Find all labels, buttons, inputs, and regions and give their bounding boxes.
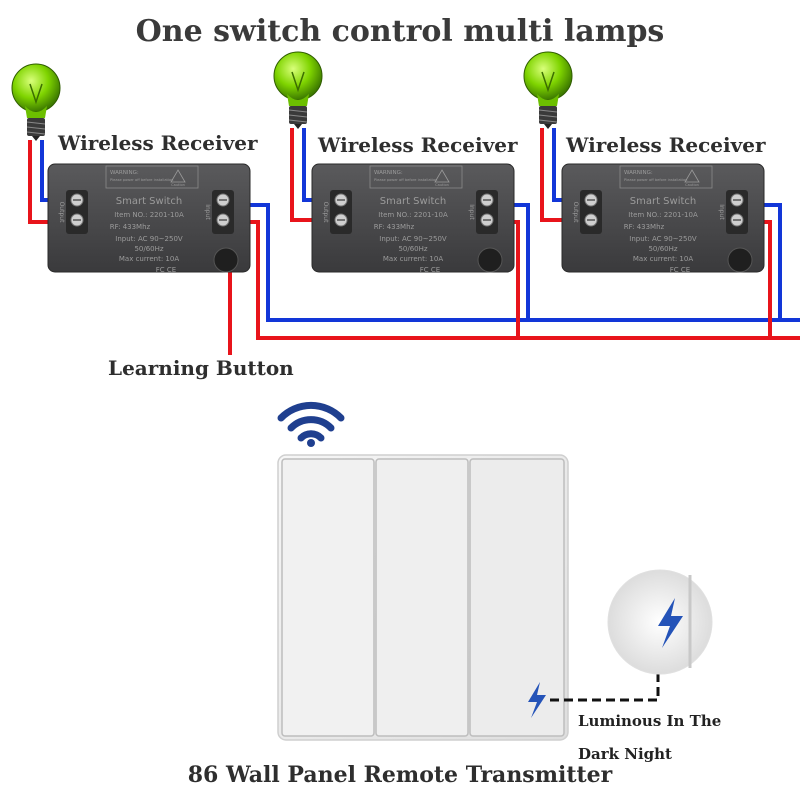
receiver-product-name: Smart Switch bbox=[380, 196, 447, 207]
receiver-product-name: Smart Switch bbox=[116, 196, 183, 207]
wall-panel-transmitter bbox=[277, 454, 569, 741]
receiver-input-label: Input bbox=[718, 204, 725, 220]
neutral-branch-3 bbox=[760, 203, 782, 320]
receiver-warning: WARNING: bbox=[110, 170, 139, 176]
neutral-branch-2 bbox=[512, 203, 530, 320]
learning-button-label: Learning Button bbox=[108, 356, 294, 380]
luminous-label-line2: Dark Night bbox=[578, 745, 672, 763]
receiver-cert-marks: FC CE bbox=[420, 266, 440, 274]
receiver-cert-marks: FC CE bbox=[156, 266, 176, 274]
lightning-bolt-icon bbox=[528, 682, 546, 718]
receiver-warning-note: Please power off before installation bbox=[110, 178, 173, 182]
receiver-warning: WARNING: bbox=[624, 170, 653, 176]
receiver-item-no: Item NO.: 2201-10A bbox=[378, 211, 448, 219]
learning-button[interactable] bbox=[213, 247, 239, 273]
receiver-rf: RF: 433Mhz bbox=[624, 223, 665, 231]
receivers: WARNING: Please power off before installa… bbox=[47, 163, 765, 274]
lightbulb-icon bbox=[11, 63, 61, 141]
lightbulb-icon bbox=[273, 51, 323, 129]
receiver-input-label: Input bbox=[204, 204, 211, 220]
neutral-bus-wire bbox=[250, 203, 800, 322]
receiver-output-label: Output bbox=[58, 202, 65, 223]
receiver-caution: Caution bbox=[685, 183, 699, 187]
wireless-receiver: WARNING: Please power off before installa… bbox=[47, 163, 251, 274]
lightbulb-icon bbox=[523, 51, 573, 129]
luminous-pointer bbox=[550, 672, 660, 702]
receiver-output-label: Output bbox=[572, 202, 579, 223]
receiver-caution: Caution bbox=[171, 183, 185, 187]
wireless-receiver: WARNING: Please power off before installa… bbox=[561, 163, 765, 274]
luminous-zoom-circle bbox=[607, 569, 713, 675]
receiver-warning-note: Please power off before installation bbox=[624, 178, 687, 182]
receiver-label-1: Wireless Receiver bbox=[58, 131, 258, 155]
receiver-max-current: Max current: 10A bbox=[119, 255, 179, 263]
learning-button[interactable] bbox=[727, 247, 753, 273]
receiver-caution: Caution bbox=[435, 183, 449, 187]
receiver-warning-note: Please power off before installation bbox=[374, 178, 437, 182]
learning-button[interactable] bbox=[477, 247, 503, 273]
live-bus-wire bbox=[250, 220, 800, 340]
receiver-input-rating: Input: AC 90~250V bbox=[379, 235, 447, 243]
receiver-product-name: Smart Switch bbox=[630, 196, 697, 207]
receiver-item-no: Item NO.: 2201-10A bbox=[628, 211, 698, 219]
receiver-max-current: Max current: 10A bbox=[383, 255, 443, 263]
receiver-frequency: 50/60Hz bbox=[398, 245, 427, 253]
receiver-frequency: 50/60Hz bbox=[134, 245, 163, 253]
receiver-rf: RF: 433Mhz bbox=[110, 223, 151, 231]
panel-key-right[interactable] bbox=[469, 458, 565, 737]
panel-key-left[interactable] bbox=[281, 458, 375, 737]
receiver-label-2: Wireless Receiver bbox=[318, 133, 518, 157]
receiver-item-no: Item NO.: 2201-10A bbox=[114, 211, 184, 219]
receiver-input-rating: Input: AC 90~250V bbox=[115, 235, 183, 243]
luminous-label-line1: Luminous In The bbox=[578, 712, 722, 730]
page-title: One switch control multi lamps bbox=[135, 14, 665, 49]
receiver-label-3: Wireless Receiver bbox=[566, 133, 766, 157]
receiver-rf: RF: 433Mhz bbox=[374, 223, 415, 231]
receiver-input-rating: Input: AC 90~250V bbox=[629, 235, 697, 243]
lightning-bolt-icon bbox=[658, 598, 683, 648]
receiver-output-label: Output bbox=[322, 202, 329, 223]
footer-caption: 86 Wall Panel Remote Transmitter bbox=[187, 762, 613, 788]
receiver-input-label: Input bbox=[468, 204, 475, 220]
receiver-max-current: Max current: 10A bbox=[633, 255, 693, 263]
wireless-receiver: WARNING: Please power off before installa… bbox=[311, 163, 515, 274]
receiver-frequency: 50/60Hz bbox=[648, 245, 677, 253]
receiver-cert-marks: FC CE bbox=[670, 266, 690, 274]
wifi-icon bbox=[277, 401, 345, 447]
panel-key-middle[interactable] bbox=[375, 458, 469, 737]
bulbs bbox=[11, 51, 573, 141]
receiver-warning: WARNING: bbox=[374, 170, 403, 176]
